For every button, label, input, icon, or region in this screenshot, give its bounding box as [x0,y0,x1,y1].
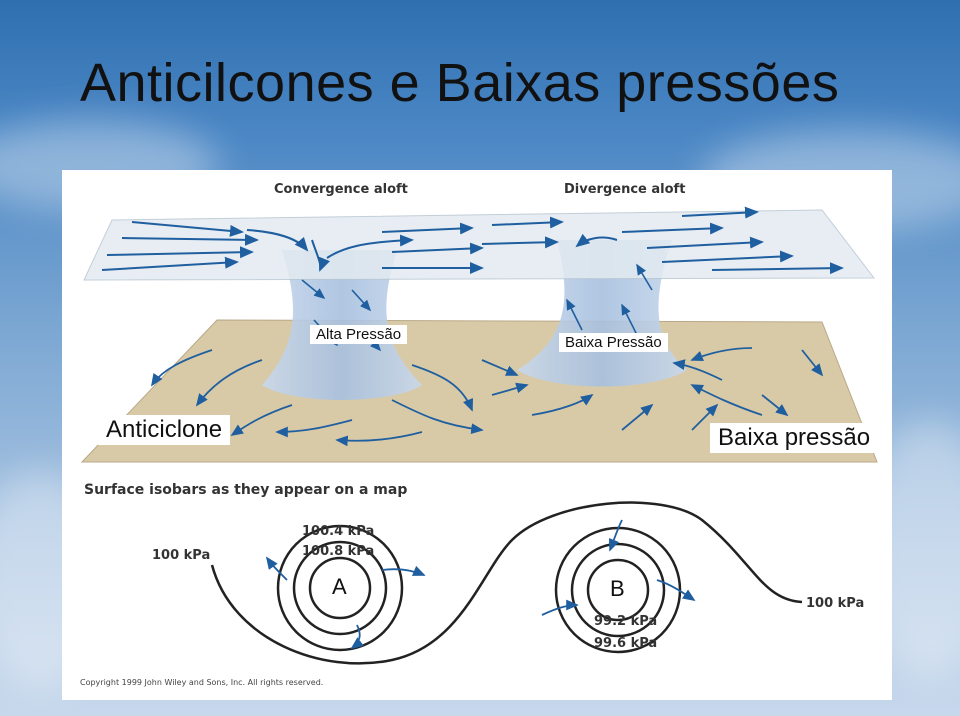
low-pressure-letter: B [610,576,625,601]
anticiclone-label: Anticiclone [98,415,231,445]
flow-arrow [681,206,759,219]
flow-arrow [491,216,564,229]
flow-arrow [411,364,473,412]
isobar-100-8-kpa [292,540,388,636]
flow-arrow [350,624,364,650]
flow-arrow [151,349,213,387]
flow-arrow [661,250,794,263]
flow-arrow [311,239,331,272]
isobar-high-inner [308,556,372,620]
divergence-aloft-label: Divergence aloft [564,182,686,197]
flow-arrow [230,404,293,436]
copyright-text: Copyright 1999 John Wiley and Sons, Inc.… [80,678,324,687]
flow-arrow [121,233,259,246]
flow-arrow [246,229,309,252]
flow-arrow [101,256,239,271]
slide-title: Anticilcones e Baixas pressões [80,53,840,113]
flow-arrow [621,222,724,235]
diagram-panel: Convergence aloft Divergence aloft Alta … [62,170,892,700]
flow-arrow [391,399,484,435]
flow-arrow [326,234,414,259]
flow-arrow [335,431,423,447]
flow-arrow [575,233,618,248]
baixa-pressao-small-label: Baixa Pressão [559,333,668,352]
flow-arrow [106,246,254,259]
flow-arrow [636,263,653,291]
flow-arrow [690,347,753,362]
flow-arrow [275,419,353,438]
baixa-pressao-large-label: Baixa pressão [710,423,879,453]
isobar-label-100-left: 100 kPa [152,548,211,563]
flow-arrow [672,359,723,381]
flow-arrow [711,262,844,275]
flow-arrow [691,403,719,431]
flow-arrow [491,382,529,396]
flow-arrow [531,393,594,416]
surface-flow-arrows [151,347,824,447]
isobar-100-4-kpa [276,524,404,652]
isobar-label-100-8: 100.8 kPa [302,544,375,559]
flow-arrow [265,556,288,581]
flow-arrow [195,359,263,407]
map-title: Surface isobars as they appear on a map [84,482,408,498]
flow-arrow [646,236,764,249]
isobar-100-kpa [210,501,803,665]
convergence-aloft-label: Convergence aloft [274,182,408,197]
flow-arrow [301,279,326,300]
isobar-low-inner [586,558,650,622]
flow-arrow [381,222,474,235]
isobar-label-99-6: 99.6 kPa [594,636,658,651]
flow-arrow [801,349,824,377]
flow-arrow [656,579,696,601]
flow-arrow [481,236,559,249]
flow-arrow [481,359,519,376]
flow-arrow [566,298,583,331]
high-pressure-letter: A [332,574,347,599]
flow-arrow [621,403,654,431]
isobar-label-100-right: 100 kPa [806,596,865,611]
flow-arrow [131,221,244,237]
isobar-map [210,501,803,665]
flow-arrow [690,384,763,416]
isobar-label-100-4: 100.4 kPa [302,524,375,539]
flow-arrow [391,242,484,255]
flow-arrow [351,289,372,312]
isobar-label-99-2: 99.2 kPa [594,614,658,629]
flow-arrow [761,394,789,417]
alta-pressao-label: Alta Pressão [310,325,408,344]
flow-arrow [381,565,426,576]
upper-flow-arrows [101,206,844,275]
flow-arrow [608,519,623,552]
flow-arrow [621,303,638,336]
flow-arrow [541,599,579,616]
